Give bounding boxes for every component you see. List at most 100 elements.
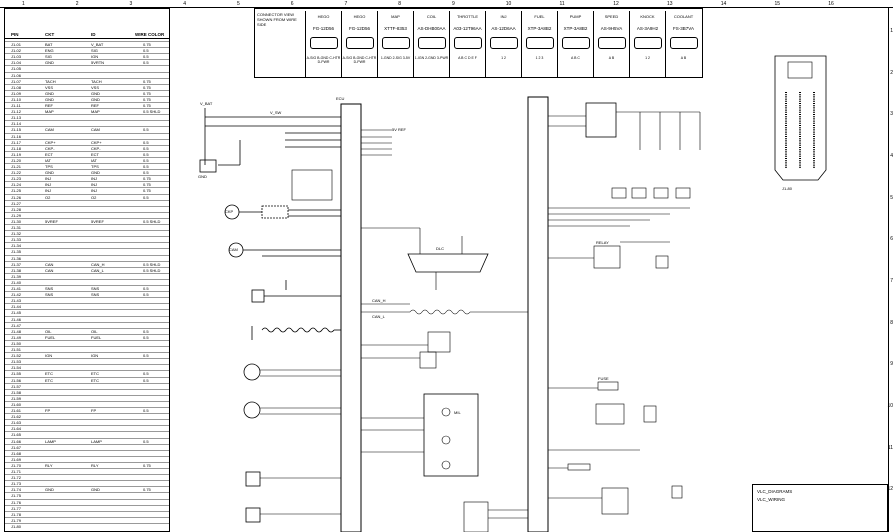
table-row: J1-43 — [5, 297, 169, 303]
table-cell: INJ — [91, 182, 97, 188]
cam-label: CAM — [229, 247, 238, 252]
table-cell: SNS — [45, 292, 54, 298]
table-cell: 0.5 — [143, 60, 149, 66]
ruler-number: 3 — [129, 1, 133, 7]
table-cell: J1-42 — [11, 292, 22, 298]
table-cell: J1-10 — [11, 96, 22, 102]
connector-title: MAP — [391, 14, 400, 19]
table-cell: J1-24 — [11, 182, 22, 188]
table-cell: 0.5 — [143, 292, 149, 298]
connector-item: THROTTLE A03-12T96AA A B C D E F — [449, 11, 485, 77]
table-cell: 0.5 — [143, 151, 149, 157]
connector-pins: 1-IGN 2-GND 3-PWR — [414, 56, 449, 60]
table-cell: RLY — [91, 462, 99, 468]
table-row: J1-76 — [5, 498, 169, 505]
table-row: J1-39 — [5, 272, 169, 279]
connector-pins: A B — [608, 56, 615, 60]
dlc-connector — [407, 253, 489, 273]
table-cell: J1-71 — [11, 469, 22, 474]
side-ruler-number: 11 — [887, 444, 893, 451]
table-cell: INJ — [45, 188, 51, 194]
table-cell: J1-79 — [11, 517, 22, 523]
table-row: J1-79 — [5, 516, 169, 523]
table-cell: CKP+ — [45, 139, 56, 145]
can-l-label: CAN_L — [372, 314, 385, 319]
table-cell: J1-30 — [11, 218, 22, 224]
table-cell: J1-26 — [11, 194, 22, 200]
table-cell: J1-52 — [11, 353, 22, 359]
table-row: J1-71 — [5, 468, 169, 474]
mil-label: MIL — [454, 410, 461, 415]
gnd-label: GND — [198, 174, 207, 179]
table-cell: INJ — [91, 188, 97, 194]
connector-code: A03-12T96AA — [453, 26, 482, 31]
connector-code: AS-12D6AA — [491, 26, 516, 31]
table-cell: 0.75 — [143, 84, 151, 90]
table-cell: J1-54 — [11, 365, 22, 371]
table-cell: FUEL — [45, 334, 56, 340]
table-cell: 0.75 — [143, 462, 151, 468]
connector-pins: 1 2 3 — [535, 56, 544, 60]
ruler-number: 14 — [720, 1, 727, 7]
ruler-number: 2 — [75, 1, 79, 7]
table-row: J1-62 — [5, 413, 169, 419]
table-row: J1-47 — [5, 321, 169, 328]
table-cell: GND — [45, 60, 54, 66]
side-ruler-number: 12 — [887, 486, 893, 493]
table-cell: 0.75 — [143, 103, 151, 108]
side-ruler-number: 6 — [890, 236, 893, 243]
ruler-number: 10 — [505, 1, 512, 7]
table-cell: GND — [45, 96, 54, 102]
table-cell: 0.5 — [143, 164, 149, 169]
connector-pins: A-SIG B-GND C-HTR D-PWR — [342, 56, 377, 64]
table-cell: J1-50 — [11, 340, 22, 346]
connector-title: HEGO — [317, 14, 330, 19]
table-cell: J1-70 — [11, 462, 22, 468]
connector-title: KNOCK — [640, 14, 655, 19]
table-cell: INJ — [45, 182, 51, 188]
table-cell: RLY — [45, 462, 53, 468]
table-cell: CAN — [45, 261, 54, 267]
table-row: J1-60 — [5, 400, 169, 407]
table-cell: J1-44 — [11, 304, 22, 310]
table-cell: J1-63 — [11, 420, 22, 426]
table-row: J1-54 — [5, 364, 169, 370]
table-cell: INJ — [91, 176, 97, 182]
table-cell: J1-62 — [11, 414, 22, 420]
table-cell: J1-04 — [11, 60, 22, 66]
connector-pins: A B C D E F — [458, 56, 477, 60]
table-cell: V_BAT — [91, 42, 104, 47]
connector-pins: 1 2 — [501, 56, 506, 60]
connector-pins: 1 2 — [645, 56, 650, 60]
table-cell: 0.5 SHLD — [143, 261, 161, 267]
pin-table-header: PIN CKT ID WIRE COLOR — [5, 31, 169, 39]
table-row: J1-64 — [5, 425, 169, 431]
table-cell: IGN — [91, 54, 99, 60]
table-cell: LAMP — [91, 438, 102, 444]
table-cell: J1-64 — [11, 426, 22, 432]
connector-title: PUMP — [569, 14, 582, 19]
table-cell: 0.75 — [143, 182, 151, 188]
table-cell: BAT — [45, 42, 53, 47]
table-row: J1-35 — [5, 248, 169, 254]
ecu-label: ECU — [336, 96, 345, 101]
table-row: J1-34 — [5, 242, 169, 248]
table-cell: IAT — [45, 157, 51, 163]
connector-title: THROTTLE — [456, 14, 479, 19]
table-row: J1-73 — [5, 480, 169, 486]
connector-code: AS-3A9H2 — [636, 26, 659, 31]
header-wire: WIRE COLOR — [135, 32, 165, 37]
table-cell: J1-40 — [11, 279, 22, 285]
ruler-number: 16 — [828, 1, 834, 7]
